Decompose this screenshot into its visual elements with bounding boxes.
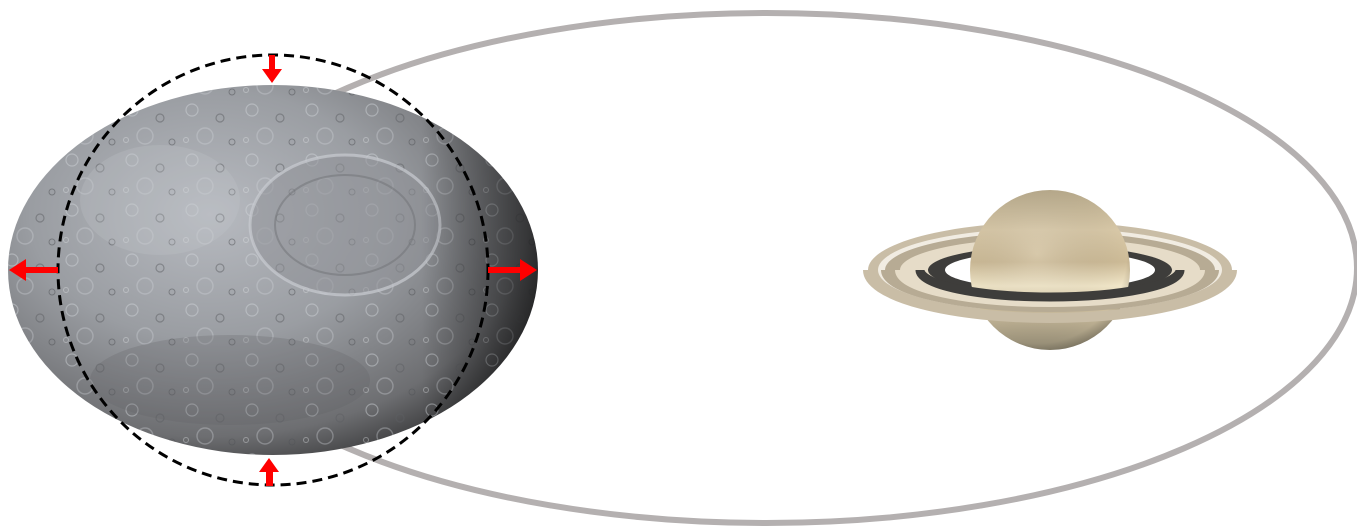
arrow-down-icon bbox=[262, 55, 282, 83]
ringed-planet-icon bbox=[863, 190, 1237, 350]
arrow-up-icon bbox=[259, 458, 279, 486]
arrow-left-icon bbox=[9, 259, 58, 281]
arrow-right-icon bbox=[488, 259, 537, 281]
cratered-moon bbox=[8, 85, 538, 455]
